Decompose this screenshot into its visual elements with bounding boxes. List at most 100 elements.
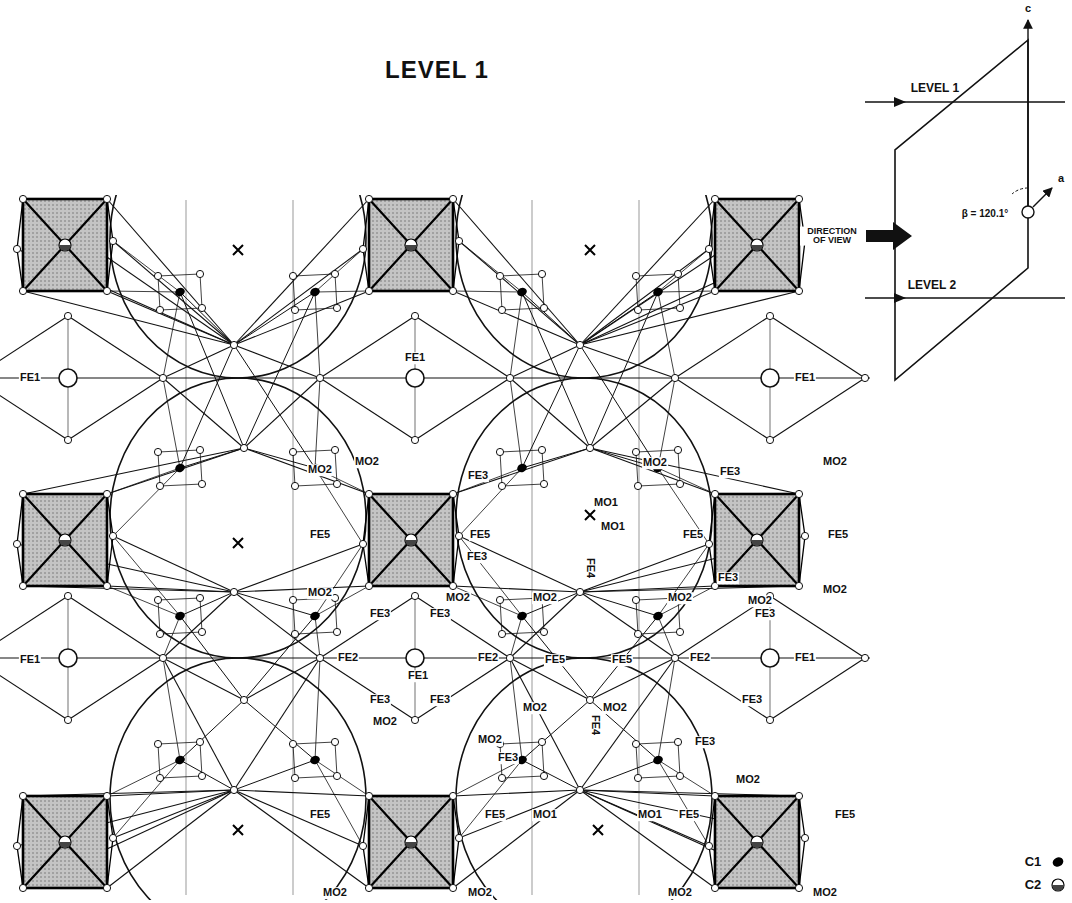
atom xyxy=(19,287,26,294)
atom-label: MO2 xyxy=(477,734,503,746)
atom xyxy=(540,628,547,635)
atom-label: FE3 xyxy=(719,466,741,478)
atom xyxy=(109,532,116,539)
atom xyxy=(705,842,712,849)
bond-line xyxy=(158,452,160,486)
bond-line xyxy=(522,345,580,468)
atom xyxy=(19,195,26,202)
atom xyxy=(671,374,678,381)
bond-line xyxy=(770,316,865,378)
bond-line xyxy=(580,345,658,468)
bond-line xyxy=(320,378,415,440)
atom xyxy=(19,884,26,891)
atom xyxy=(289,272,296,279)
bond-line xyxy=(459,241,580,345)
atom-label: MO2 xyxy=(322,887,348,899)
atom-label: FE3 xyxy=(694,736,716,748)
bond-line xyxy=(295,308,337,310)
atom xyxy=(411,436,418,443)
octahedron-edge xyxy=(363,796,459,888)
atom-label: FE3 xyxy=(466,551,488,563)
atom xyxy=(289,448,296,455)
bond-line xyxy=(234,790,369,796)
iron-atom xyxy=(761,369,779,387)
carbon-c2 xyxy=(405,239,417,251)
bond-line xyxy=(502,484,544,486)
channel-outline xyxy=(456,378,712,658)
atom xyxy=(154,272,161,279)
atom-label: FE4 xyxy=(584,557,596,579)
atom xyxy=(576,588,583,595)
atom xyxy=(455,237,462,244)
carbon-c1 xyxy=(309,610,321,621)
bond-line xyxy=(200,598,202,632)
octahedron xyxy=(363,796,459,888)
atom xyxy=(103,792,110,799)
c-axis xyxy=(1027,20,1028,206)
atom xyxy=(586,696,593,703)
atom xyxy=(198,628,205,635)
atom xyxy=(498,774,505,781)
atom-label: MO2 xyxy=(822,456,848,468)
bond-line xyxy=(163,658,234,790)
carbon-c1 xyxy=(652,754,664,765)
atom xyxy=(109,237,116,244)
bond-line xyxy=(107,760,180,796)
atom xyxy=(766,312,773,319)
atom xyxy=(634,306,641,313)
channel-outline xyxy=(456,658,712,900)
carbon-c1 xyxy=(516,610,528,621)
axis-label: LEVEL 2 xyxy=(907,279,957,292)
level-arrow xyxy=(894,97,906,107)
atom xyxy=(240,444,247,451)
bond-line xyxy=(459,241,522,292)
bond-line xyxy=(68,316,163,378)
atom xyxy=(674,270,681,277)
bond-line xyxy=(636,276,638,310)
bond-line xyxy=(234,345,315,468)
atom-label: FE1 xyxy=(407,670,429,682)
carbon-c2-shade xyxy=(405,842,417,848)
carbon-c1 xyxy=(174,610,186,621)
a-axis xyxy=(1033,188,1052,207)
atom xyxy=(506,654,513,661)
axis-label: a xyxy=(1057,173,1065,185)
atom xyxy=(64,312,71,319)
axis-label: LEVEL 1 xyxy=(910,82,960,95)
atom xyxy=(586,444,593,451)
atom xyxy=(496,596,503,603)
bond-line xyxy=(636,742,678,744)
atom-label: MO2 xyxy=(467,887,493,899)
carbon-c2 xyxy=(751,534,763,546)
bond-line xyxy=(244,378,320,448)
atom-label: MO2 xyxy=(667,887,693,899)
atom-label: MO1 xyxy=(593,497,619,509)
bond-line xyxy=(678,450,680,484)
bond-line xyxy=(678,274,680,308)
carbon-c1 xyxy=(174,286,186,297)
carbon-c2-shade xyxy=(751,245,763,251)
bond-line xyxy=(658,658,675,760)
bond-line xyxy=(315,292,320,378)
atom xyxy=(331,270,338,277)
octahedron xyxy=(363,199,459,291)
bond-line xyxy=(658,468,709,544)
bond-line xyxy=(23,199,234,345)
bond-line xyxy=(107,448,244,494)
atom-label: FE5 xyxy=(827,529,849,541)
atom xyxy=(801,834,808,841)
bond-line xyxy=(770,316,771,369)
atom xyxy=(766,436,773,443)
octahedron-edge xyxy=(363,494,459,586)
bond-line xyxy=(234,790,363,846)
bond-line xyxy=(500,274,542,276)
bond-line xyxy=(23,790,234,888)
atom xyxy=(449,490,456,497)
lattice xyxy=(0,195,870,900)
atom xyxy=(359,540,366,547)
atom-label: MO1 xyxy=(600,521,626,533)
atom xyxy=(498,306,505,313)
bond-line xyxy=(68,378,163,440)
bond-line xyxy=(522,592,580,616)
figure-title: LEVEL 1 xyxy=(384,57,490,82)
